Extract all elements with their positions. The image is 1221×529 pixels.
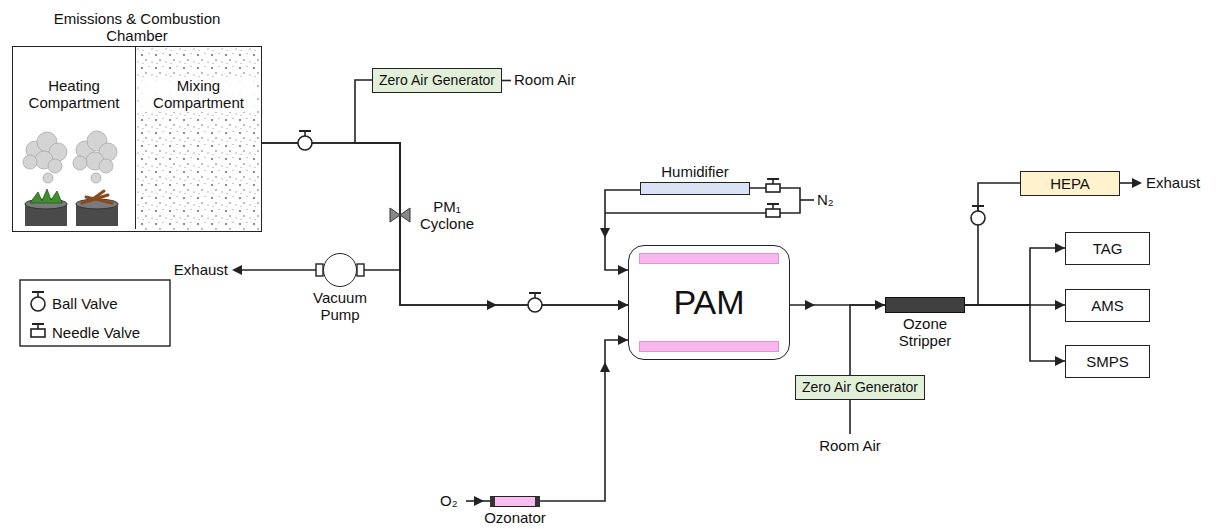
connector-line <box>355 80 628 305</box>
flow-connector <box>850 305 885 375</box>
humidifier-tube: Humidifier <box>640 182 750 195</box>
arrow-head <box>1055 356 1065 366</box>
node-text: Mixing Compartment <box>140 77 257 112</box>
arrow-head <box>618 300 628 310</box>
flow-label: N₂ <box>817 191 834 208</box>
smoke-clouds <box>23 131 117 183</box>
mixing-texture <box>137 48 260 230</box>
flow-connector <box>965 183 1020 305</box>
arrow-head <box>618 265 628 275</box>
flow-connector <box>965 305 1065 366</box>
flow-connector <box>355 80 628 310</box>
flow-label: Room Air <box>514 71 576 88</box>
instrument-box: TAG <box>1065 232 1150 265</box>
fuel-dishes <box>25 189 118 226</box>
instrument-box: AMS <box>1065 289 1150 322</box>
legend-text: Ball Valve <box>52 295 118 312</box>
flow-label: PM₁ Cyclone <box>414 198 480 233</box>
compartment-box: Mixing Compartment <box>136 47 261 229</box>
arrow-head <box>618 300 628 310</box>
air-inlet-line <box>502 80 511 82</box>
ozonator-tube: Ozonator <box>490 496 540 507</box>
connector-line <box>262 143 628 305</box>
pump-symbol: Vacuum Pump <box>323 253 357 287</box>
node-text: PAM <box>673 283 744 322</box>
node-text: TAG <box>1093 240 1123 257</box>
compartment-box: Heating Compartment <box>13 47 136 229</box>
static-lines <box>236 183 1136 501</box>
connector-line <box>965 183 1020 305</box>
node-text: Heating Compartment <box>17 77 131 112</box>
node-text: Humidifier <box>640 163 750 180</box>
instrument-box: SMPS <box>1065 345 1150 378</box>
connector-line <box>262 143 400 270</box>
flow-connector <box>540 335 628 501</box>
flow-label: O₂ <box>440 492 458 509</box>
arrow-head <box>1055 300 1065 310</box>
node-text: Vacuum Pump <box>309 289 371 324</box>
chamber-box: Emissions & Combustion ChamberHeating Co… <box>12 46 262 232</box>
flow-connector <box>965 243 1065 305</box>
connector-line <box>965 248 1065 305</box>
cyclone-symbol <box>390 208 410 222</box>
connector-line <box>850 305 885 375</box>
flow-label: Exhaust <box>160 261 228 278</box>
lamp-bar <box>639 341 779 352</box>
node-text: Ozone Stripper <box>885 315 965 350</box>
node-text: Ozonator <box>475 509 555 526</box>
flow-label: Exhaust <box>1146 174 1200 191</box>
node-text: SMPS <box>1086 353 1129 370</box>
stripper-tube: Ozone Stripper <box>885 297 965 313</box>
flow-label: Room Air <box>805 437 895 454</box>
arrow-head <box>618 335 628 345</box>
flow-arrows <box>232 178 1142 506</box>
generator-box: Zero Air Generator <box>795 375 925 400</box>
flow-connector <box>262 143 400 270</box>
node-text: Zero Air Generator <box>379 72 495 88</box>
connector-line <box>965 305 1065 361</box>
node-text: Emissions & Combustion Chamber <box>42 10 232 45</box>
lamp-bar <box>639 253 779 264</box>
filter-box: HEPA <box>1020 171 1120 196</box>
generator-box: Zero Air Generator <box>372 68 502 93</box>
connector-line <box>540 340 628 501</box>
legend-frame <box>20 280 170 346</box>
node-text: Zero Air Generator <box>802 379 918 395</box>
legend-text: Needle Valve <box>52 324 140 341</box>
node-text: HEPA <box>1050 175 1090 192</box>
arrow-head <box>1055 243 1065 253</box>
reactor-box: PAM <box>628 245 790 360</box>
flow-connector <box>262 143 628 310</box>
node-text: AMS <box>1091 297 1124 314</box>
